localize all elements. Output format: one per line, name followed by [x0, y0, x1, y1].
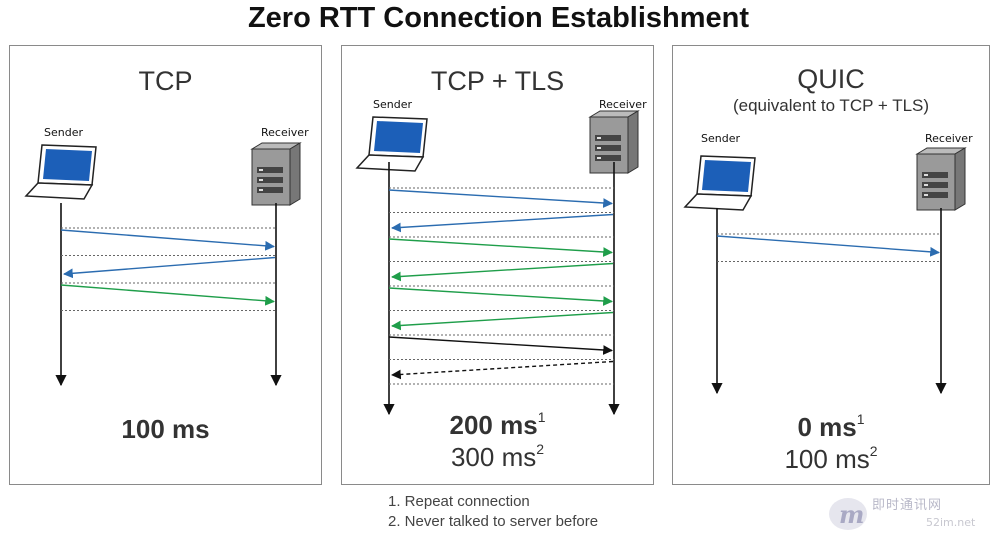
message-arrow — [60, 284, 275, 306]
message-arrow — [63, 256, 276, 279]
panel-tcp: TCP Sender Receiver 100 ms — [9, 45, 322, 485]
panel-title: TCP + TLS — [430, 66, 565, 96]
latency-repeat-value: 200 ms1 — [449, 409, 546, 440]
receiver-label: Receiver — [599, 98, 647, 111]
message-arrow — [391, 213, 614, 233]
panel-subtitle: (equivalent to TCP + TLS) — [732, 96, 930, 115]
footnote-ref-1: 1 — [537, 409, 546, 425]
latency-value: 100 ms — [121, 414, 210, 444]
message-arrow — [388, 238, 613, 257]
laptop-icon — [355, 116, 428, 172]
server-icon — [915, 147, 967, 211]
panel-quic: QUIC (equivalent to TCP + TLS) Sender Re… — [672, 45, 990, 485]
latency-repeat-value: 0 ms1 — [797, 411, 865, 442]
footnote-ref-1: 1 — [856, 411, 865, 427]
svg-text:m: m — [839, 500, 864, 529]
latency-first-value: 300 ms2 — [450, 441, 545, 472]
footnote-1: 1. Repeat connection — [388, 493, 530, 510]
panel-title: QUIC — [797, 64, 865, 94]
message-arrow — [60, 229, 275, 251]
receiver-label: Receiver — [261, 126, 309, 139]
site-watermark: m 即时通讯网 52im.net — [828, 488, 997, 536]
panel-title: TCP — [138, 66, 193, 96]
server-icon — [588, 110, 640, 174]
footnote-2: 2. Never talked to server before — [388, 513, 599, 530]
sender-label: Sender — [44, 126, 83, 139]
message-arrow — [391, 360, 614, 380]
footnotes: 1. Repeat connection 2. Never talked to … — [388, 492, 598, 532]
watermark-url: 52im.net — [926, 516, 976, 529]
message-arrow — [388, 287, 613, 306]
sender-label: Sender — [373, 98, 412, 111]
latency-first-value: 100 ms2 — [784, 443, 878, 474]
watermark-logo-icon: m — [829, 498, 867, 530]
message-arrow — [391, 262, 614, 282]
page-title: Zero RTT Connection Establishment — [247, 2, 750, 34]
message-arrow — [388, 189, 613, 208]
sender-label: Sender — [701, 132, 740, 145]
footnote-ref-2: 2 — [536, 441, 545, 457]
receiver-label: Receiver — [925, 132, 973, 145]
laptop-icon — [24, 144, 97, 200]
footnote-ref-2: 2 — [869, 443, 878, 459]
message-arrow — [716, 235, 940, 257]
server-icon — [250, 142, 302, 206]
message-arrow — [391, 311, 614, 331]
watermark-text: 即时通讯网 — [872, 498, 943, 513]
laptop-icon — [683, 155, 756, 211]
message-arrow — [388, 336, 613, 355]
